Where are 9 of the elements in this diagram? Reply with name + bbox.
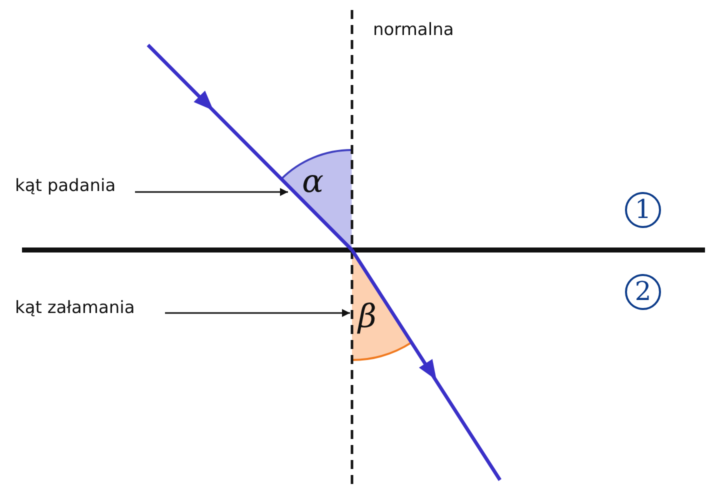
normal-label: normalna — [373, 20, 454, 40]
leader-arrow — [135, 188, 288, 196]
angle-symbol: α — [302, 165, 324, 197]
angle-label: kąt załamania — [15, 298, 135, 318]
angle-label: kąt padania — [15, 176, 116, 196]
angle-symbol: β — [358, 300, 376, 332]
medium-number: 1 — [625, 192, 661, 228]
medium-number: 2 — [625, 274, 661, 310]
leader-arrow — [165, 309, 350, 317]
